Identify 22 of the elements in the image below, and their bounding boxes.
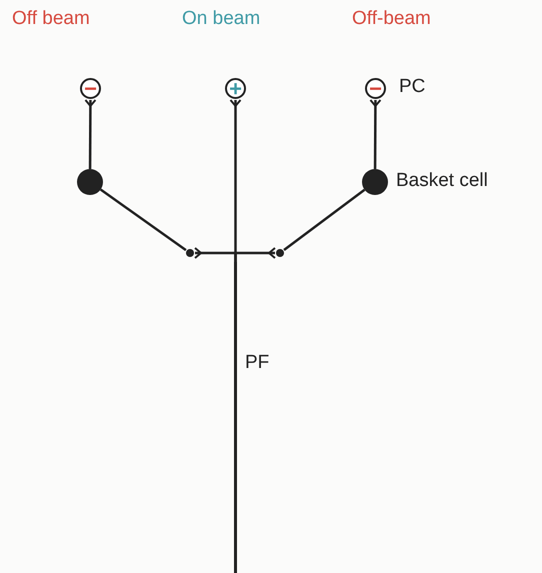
sign-symbol: + (229, 80, 242, 98)
sign-symbol: − (369, 80, 382, 98)
synapse-connector (84, 98, 96, 169)
beam-heading: Off-beam (352, 8, 431, 30)
synapse-connector (234, 247, 276, 262)
cell-label: PF (245, 352, 270, 374)
sign-symbol: − (84, 80, 97, 98)
axon-line (283, 188, 366, 251)
cell-label: PC (399, 76, 426, 98)
cell-label: Basket cell (396, 170, 488, 192)
axon-line (100, 188, 187, 252)
synapse-circle (365, 78, 386, 99)
beam-heading: Off beam (12, 8, 90, 30)
synapse-circle (80, 78, 101, 99)
synapse-circle (225, 78, 246, 99)
terminal-dot (276, 249, 284, 257)
fiber-line (234, 262, 237, 573)
cell-body (362, 169, 388, 195)
synapse-connector (369, 98, 382, 169)
cell-body (77, 169, 103, 195)
terminal-dot (186, 249, 194, 257)
beam-heading: On beam (182, 8, 260, 30)
